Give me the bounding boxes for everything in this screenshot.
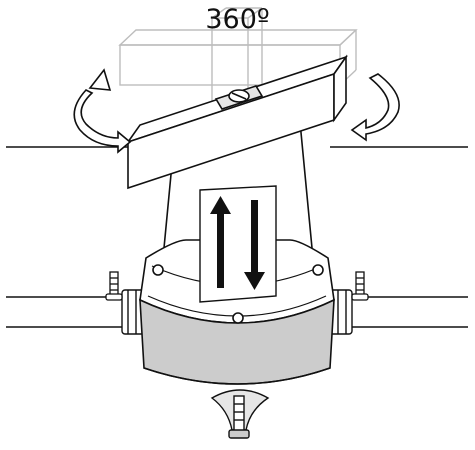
side-bolt-right (351, 271, 369, 301)
pipe-coupling-left (121, 289, 145, 335)
up-down-arrows-icon (199, 185, 277, 303)
rotation-label: 360º (205, 4, 270, 35)
spirit-level-icon (125, 54, 349, 190)
side-bolt-left (105, 271, 123, 301)
bolt-icon (210, 389, 270, 439)
rotate-arrow-icon (73, 68, 400, 154)
pipe-left (6, 146, 138, 328)
